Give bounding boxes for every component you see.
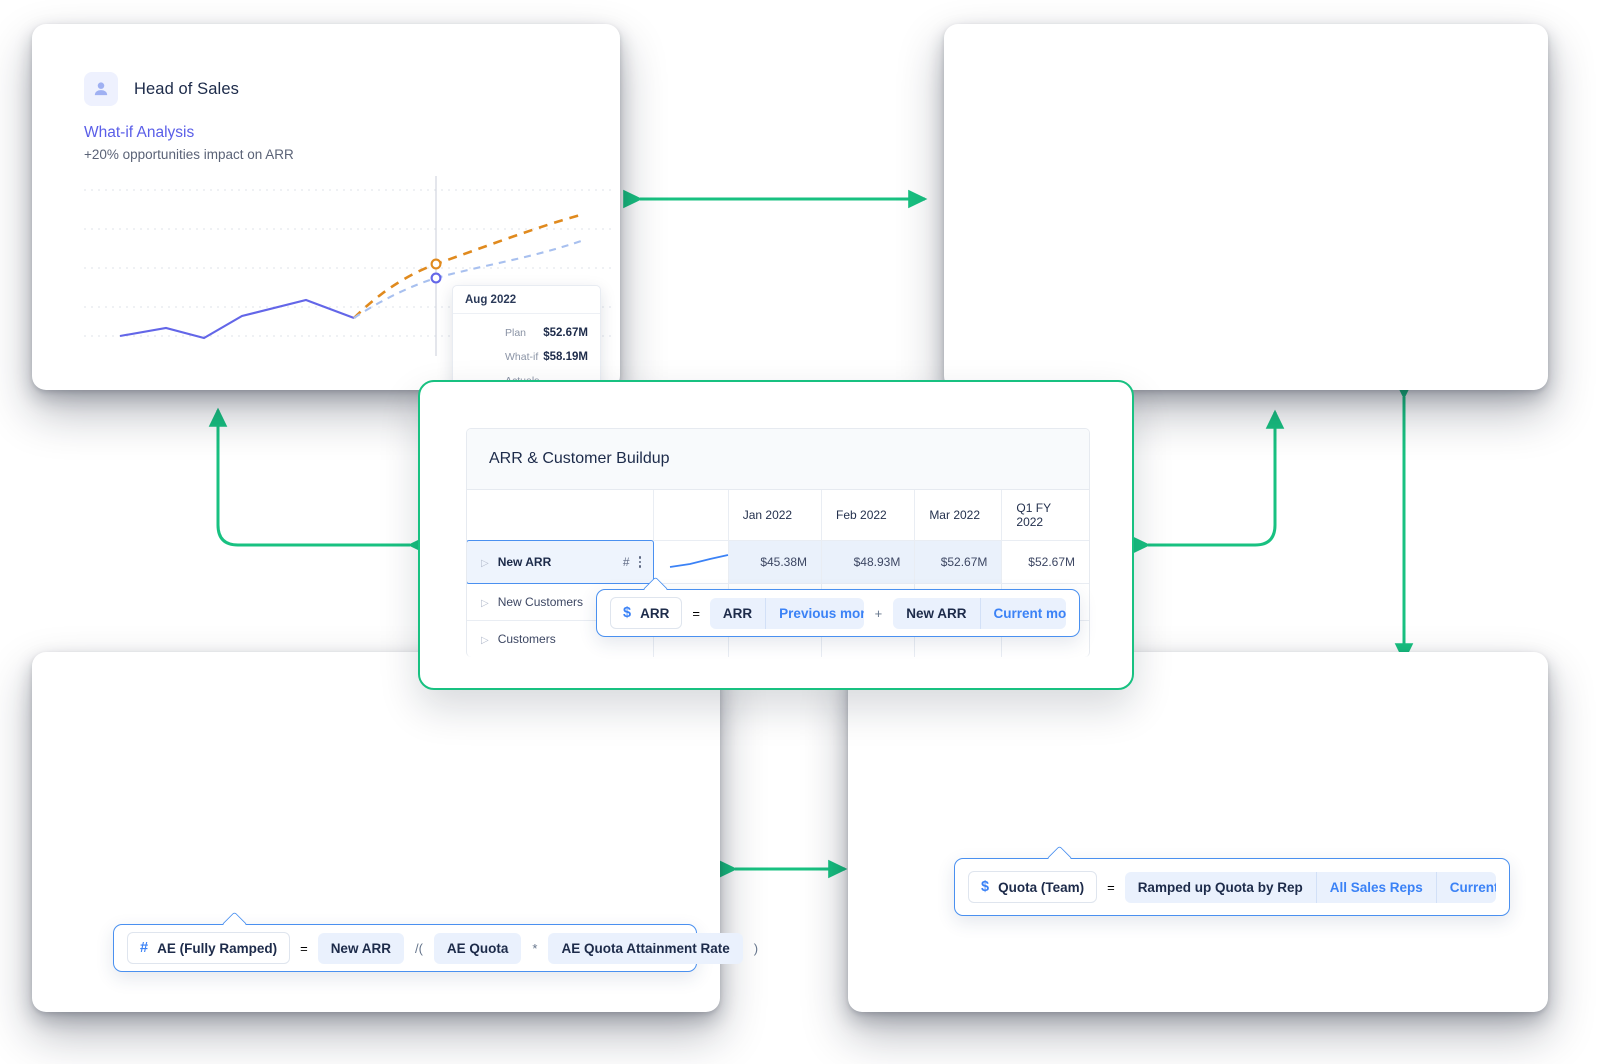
formula-chip-group: ARR Previous month <box>709 597 864 629</box>
table-row[interactable]: ▷ New ARR # <box>467 540 1089 584</box>
formula-chip-group: New ARR Current month <box>893 597 1066 629</box>
tooltip-row-label: Plan <box>505 327 527 339</box>
connector-center-hos <box>208 407 427 555</box>
avatar <box>84 72 118 106</box>
cell-mar: $52.67M <box>914 540 1003 584</box>
chart-gridlines <box>84 189 616 337</box>
cell-q1: $52.67M <box>1001 540 1089 584</box>
col-q1-fy-2022: Q1 FY 2022 <box>1001 490 1089 541</box>
formula-operator: /( <box>414 940 423 956</box>
whatif-chart[interactable] <box>84 176 624 361</box>
row-tools[interactable]: # <box>622 555 642 569</box>
formula-chip-new-arr[interactable]: New ARR <box>906 605 967 621</box>
col-jan-2022: Jan 2022 <box>728 490 823 541</box>
dollar-sigil-icon: $ <box>623 605 632 621</box>
formula-lhs[interactable]: # AE (Fully Ramped) <box>127 932 291 964</box>
arr-title: ARR & Customer Buildup <box>467 429 1089 490</box>
col-mar-2022: Mar 2022 <box>914 490 1003 541</box>
formula-chip-group: Ramped up Quota by Rep All Sales Reps Cu… <box>1124 871 1496 903</box>
formula-operator: * <box>532 940 538 956</box>
formula-popover-arr[interactable]: $ ARR = ARR Previous month + New ARR Cur… <box>596 576 1080 637</box>
whatif-subtitle: +20% opportunities impact on ARR <box>84 147 294 162</box>
sparkline-new-arr <box>669 554 729 568</box>
hash-format-icon[interactable]: # <box>622 555 630 569</box>
row-label: New Customers <box>497 595 584 609</box>
formula-lhs-label: ARR <box>640 605 670 621</box>
formula-equals: = <box>692 605 700 621</box>
series-plan <box>353 212 585 319</box>
dollar-sigil-icon: $ <box>981 879 990 895</box>
expand-caret-icon[interactable]: ▷ <box>481 635 489 646</box>
user-icon <box>94 82 108 96</box>
expand-caret-icon[interactable]: ▷ <box>481 598 489 609</box>
formula-chip-new-arr[interactable]: New ARR <box>317 932 404 964</box>
card-quota-planning: Quota Planning by Region Jan 2022 Feb 20… <box>848 652 1548 1012</box>
card-hr-manager: HR Manager Headcount Planning Sales Rep … <box>944 24 1548 390</box>
tooltip-row-value: $52.67M <box>543 327 588 339</box>
formula-equals: = <box>300 940 308 956</box>
formula-operator: ) <box>753 940 759 956</box>
row-label: Customers <box>497 632 556 646</box>
row-label-cell-new-arr[interactable]: ▷ New ARR # <box>467 540 655 584</box>
expand-caret-icon[interactable]: ▷ <box>481 558 489 569</box>
kebab-menu-icon[interactable] <box>638 556 642 568</box>
col-feb-2022: Feb 2022 <box>821 490 916 541</box>
col-metric <box>467 490 655 541</box>
formula-chip-arr[interactable]: ARR <box>722 605 753 621</box>
formula-lhs-label: AE (Fully Ramped) <box>157 940 278 956</box>
hash-sigil-icon: # <box>140 940 149 956</box>
persona-label: Head of Sales <box>134 79 239 98</box>
series-actuals <box>119 298 355 340</box>
card-arr-customer-buildup: ARR & Customer Buildup Jan 2022 Feb 2022… <box>418 380 1134 690</box>
series-whatif <box>353 239 585 319</box>
cell-feb: $48.93M <box>821 540 916 584</box>
formula-popover-ae-fully-ramped[interactable]: # AE (Fully Ramped) = New ARR /( AE Quot… <box>113 911 758 972</box>
point-plan <box>430 258 442 270</box>
card-head-of-sales: Head of Sales What-if Analysis +20% oppo… <box>32 24 620 403</box>
whatif-block: What-if Analysis +20% opportunities impa… <box>84 124 294 162</box>
whatif-title[interactable]: What-if Analysis <box>84 124 195 141</box>
formula-chip-attainment-rate[interactable]: AE Quota Attainment Rate <box>548 932 743 964</box>
tooltip-row-value: $58.19M <box>543 351 588 363</box>
cell-jan: $45.38M <box>728 540 823 584</box>
point-whatif <box>430 272 442 284</box>
formula-chip-current-month[interactable]: Current month <box>979 597 1066 629</box>
formula-chip-all-sales-reps[interactable]: All Sales Reps <box>1315 871 1436 903</box>
connector-center-hr <box>1131 409 1285 555</box>
formula-chip-previous-month[interactable]: Previous month <box>765 597 864 629</box>
tooltip-period: Aug 2022 <box>453 286 600 314</box>
formula-chip-ramped-quota[interactable]: Ramped up Quota by Rep <box>1137 879 1303 895</box>
persona-head-of-sales: Head of Sales <box>84 72 239 106</box>
table-header-row: Jan 2022 Feb 2022 Mar 2022 Q1 FY 2022 <box>467 490 1089 541</box>
formula-lhs[interactable]: $ Quota (Team) <box>968 871 1098 903</box>
formula-chip-current-month[interactable]: Current month <box>1435 871 1496 903</box>
col-sparkline <box>653 490 729 541</box>
row-label: New ARR <box>497 555 552 569</box>
tooltip-row-label: What-if <box>505 351 539 363</box>
formula-chip-ae-quota[interactable]: AE Quota <box>433 932 522 964</box>
formula-operator: + <box>874 605 883 621</box>
formula-popover-quota-team[interactable]: $ Quota (Team) = Ramped up Quota by Rep … <box>954 845 1510 916</box>
formula-lhs[interactable]: $ ARR <box>610 597 683 629</box>
sparkline-cell <box>653 540 729 584</box>
tooltip-row: What-if $58.19M <box>465 345 588 369</box>
formula-lhs-label: Quota (Team) <box>998 879 1085 895</box>
tooltip-row: Plan $52.67M <box>465 321 588 345</box>
formula-equals: = <box>1107 879 1115 895</box>
